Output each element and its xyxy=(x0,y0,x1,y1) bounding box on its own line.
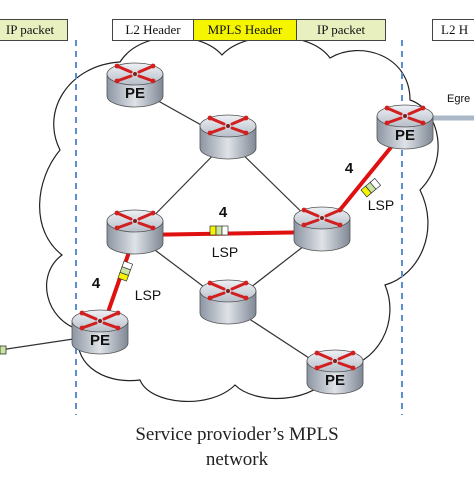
router-icon xyxy=(293,206,351,252)
pe-router-icon: PE xyxy=(106,62,164,108)
router-icon xyxy=(199,114,257,160)
middle-l2-header: L2 Header xyxy=(112,19,194,41)
packet-label-icon xyxy=(360,177,382,198)
egress-label: Egre xyxy=(447,93,470,105)
lsp-hop-left-lsp: LSP xyxy=(135,287,161,303)
middle-ip-packet-header: IP packet xyxy=(296,19,386,41)
packet-label-icon xyxy=(117,260,134,282)
pe-router-label: PE xyxy=(125,85,145,102)
packet-label-icon xyxy=(209,225,229,236)
pe-router-label: PE xyxy=(325,372,345,389)
pe-router-icon: PE xyxy=(71,309,129,355)
pe-router-label: PE xyxy=(90,332,110,349)
right-l2-header: L2 H xyxy=(432,19,474,41)
left-ip-packet-header: IP packet xyxy=(0,19,68,41)
routers: PE PE PE PE xyxy=(71,62,434,395)
middle-mpls-header: MPLS Header xyxy=(193,19,297,41)
caption-line-1: Service provioder’s MPLS xyxy=(135,424,339,445)
lsp-hop-right-lsp: LSP xyxy=(368,197,394,213)
lsp-hop-middle-lsp: LSP xyxy=(212,244,238,260)
caption-line-2: network xyxy=(205,449,269,470)
lsp-hop-right-label: 4 xyxy=(345,160,354,177)
pe-router-icon: PE xyxy=(306,349,364,395)
router-icon xyxy=(106,209,164,255)
lsp-hop-middle-label: 4 xyxy=(219,204,228,221)
pe-router-label: PE xyxy=(395,127,415,144)
left-packet-stub xyxy=(0,345,7,355)
router-icon xyxy=(199,279,257,325)
pe-router-icon: PE xyxy=(376,104,434,150)
lsp-hop-left-label: 4 xyxy=(92,275,101,292)
